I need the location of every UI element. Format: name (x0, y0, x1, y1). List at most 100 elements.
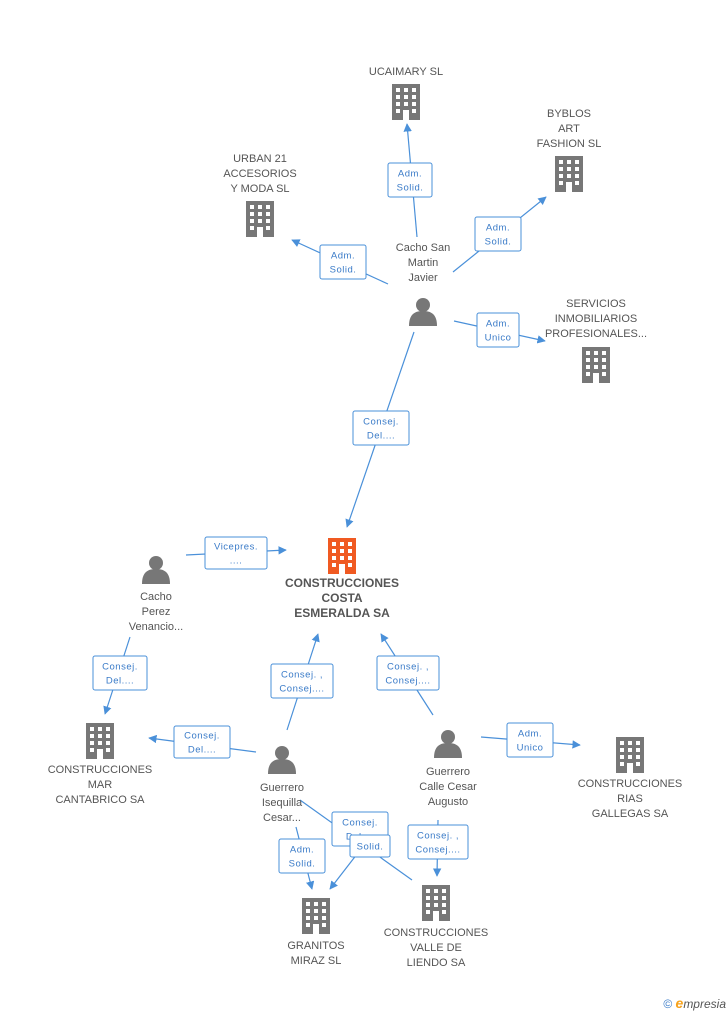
role-box-e5[interactable]: Consej.Del.... (352, 410, 410, 446)
role-box-frame (319, 244, 367, 280)
role-box-e3[interactable]: Adm.Solid. (319, 244, 367, 280)
role-box-e8[interactable]: Consej. Del.... (173, 725, 231, 759)
role-label-line: Consej. , (281, 670, 323, 681)
node-label-line: LIENDO SA (407, 957, 466, 969)
role-box-e2[interactable]: Adm. Solid. (474, 216, 522, 252)
role-box-frame (270, 663, 334, 699)
role-label-line: Solid. (485, 237, 512, 248)
person-icon (434, 730, 462, 758)
node-granitos[interactable]: GRANITOS MIRAZ SL (287, 898, 345, 967)
role-label-line: Solid. (357, 842, 384, 853)
node-label-line: COSTA (321, 591, 362, 605)
role-label-line: Consej. , (417, 831, 459, 842)
role-box-e4[interactable]: Adm. Unico (476, 312, 520, 348)
role-label-line: Del.... (367, 431, 395, 442)
role-box-frame (376, 655, 440, 691)
building-icon (616, 737, 644, 773)
role-label-line: Consej.... (385, 676, 430, 687)
node-label-line: CONSTRUCCIONES (384, 927, 489, 939)
node-label-line: SERVICIOS (566, 298, 626, 310)
node-label-line: MIRAZ SL (291, 955, 342, 967)
node-label-line: CONSTRUCCIONES (578, 778, 683, 790)
node-label-line: RIAS (617, 793, 643, 805)
role-box-frame (204, 536, 268, 570)
node-label-line: ACCESORIOS (223, 168, 296, 180)
node-label-line: Martin (408, 257, 439, 269)
role-label-line: Solid. (330, 265, 357, 276)
node-ucaimary[interactable]: UCAIMARY SL (369, 66, 443, 120)
building-icon (328, 538, 356, 574)
node-label-line: Cacho San (396, 242, 450, 254)
role-box-frame (476, 312, 520, 348)
role-label-line: Adm. (518, 729, 542, 740)
node-rias-gallegas[interactable]: CONSTRUCCIONES RIAS GALLEGAS SA (578, 737, 683, 820)
node-servicios[interactable]: SERVICIOSINMOBILIARIOSPROFESIONALES... (545, 298, 647, 383)
role-box-e12[interactable]: Adm.Solid. (278, 838, 326, 874)
role-box-frame (92, 655, 148, 691)
node-label-line: CONSTRUCCIONES (48, 764, 153, 776)
role-box-frame (278, 838, 326, 874)
node-label-line: Guerrero (260, 782, 304, 794)
role-box-frame (506, 722, 554, 758)
role-label-line: Adm. (486, 319, 510, 330)
role-label-line: Vicepres. (214, 542, 258, 553)
role-label-line: Del.... (188, 745, 216, 756)
node-label-line: Cacho (140, 591, 172, 603)
role-label-line: Consej.... (279, 684, 324, 695)
role-box-e7[interactable]: Consej. Del.... (92, 655, 148, 691)
role-box-e6[interactable]: Vicepres..... (204, 536, 268, 570)
building-icon (86, 723, 114, 759)
node-cacho-perez[interactable]: CachoPerezVenancio... (129, 556, 183, 633)
role-box-e10[interactable]: Consej. , Consej.... (376, 655, 440, 691)
role-label-line: .... (230, 556, 243, 567)
role-label-line: Consej. (102, 662, 138, 673)
node-label-line: UCAIMARY SL (369, 66, 443, 78)
building-icon (582, 347, 610, 383)
node-label-line: Guerrero (426, 766, 470, 778)
node-label-line: Calle Cesar (419, 781, 477, 793)
role-box-frame (352, 410, 410, 446)
node-mar-cantabrico[interactable]: CONSTRUCCIONES MAR CANTABRICO SA (48, 723, 153, 806)
person-icon (409, 298, 437, 326)
node-label-line: GALLEGAS SA (592, 808, 669, 820)
node-label-line: INMOBILIARIOS (555, 313, 638, 325)
role-box-frame (407, 824, 469, 860)
role-box-e15[interactable]: Solid. (349, 834, 391, 858)
role-label-line: Adm. (486, 223, 510, 234)
node-guerrero-isequilla[interactable]: GuerreroIsequillaCesar... (260, 746, 304, 824)
node-label-line: Perez (142, 606, 171, 618)
role-label-line: Consej. (342, 818, 378, 829)
role-label-line: Adm. (290, 845, 314, 856)
building-icon (555, 156, 583, 192)
role-box-e14[interactable]: Consej. , Consej.... (407, 824, 469, 860)
brand-name: mpresia (683, 997, 726, 1011)
role-box-e1[interactable]: Adm.Solid. (387, 162, 433, 198)
role-label-line: Del.... (106, 676, 134, 687)
role-label-line: Unico (517, 743, 544, 754)
node-label-line: MAR (88, 779, 113, 791)
building-icon (302, 898, 330, 934)
node-label-line: CANTABRICO SA (55, 794, 145, 806)
footer-brand[interactable]: © empresia (663, 995, 726, 1011)
role-box-e11[interactable]: Adm. Unico (506, 722, 554, 758)
role-box-e9[interactable]: Consej. , Consej.... (270, 663, 334, 699)
role-label-line: Unico (485, 333, 512, 344)
role-label-line: Consej. (184, 731, 220, 742)
role-label-line: Consej. , (387, 662, 429, 673)
brand-logo-e: e (675, 995, 684, 1011)
node-label-line: BYBLOS (547, 108, 591, 120)
role-label-line: Consej.... (415, 845, 460, 856)
copyright-icon: © (663, 997, 673, 1011)
node-label-line: ESMERALDA SA (294, 606, 390, 620)
node-label-line: GRANITOS (287, 940, 344, 952)
person-icon (142, 556, 170, 584)
node-label-line: ART (558, 123, 580, 135)
